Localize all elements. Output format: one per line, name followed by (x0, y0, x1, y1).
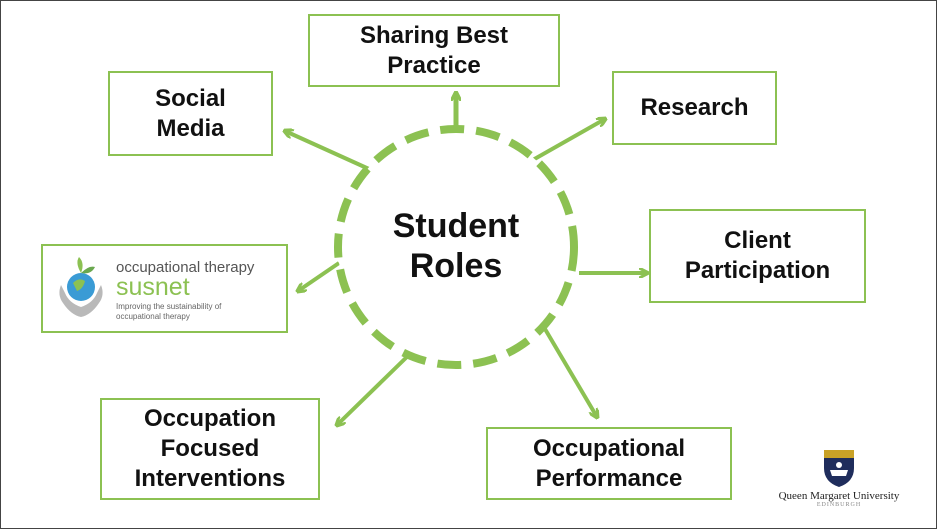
logo-line1: occupational therapy (116, 259, 255, 276)
logo-tagline: Improving the sustainability of occupati… (116, 302, 222, 321)
hands-holding-globe-icon (59, 257, 103, 317)
arrow-social (285, 131, 370, 171)
qmu-subtitle: EDINBURGH (816, 502, 862, 508)
node-sharing-label: Sharing Best Practice (359, 21, 509, 79)
logo-brand: susnet (116, 273, 190, 301)
qmu-name: Queen Margaret University (778, 490, 900, 502)
node-research-label: Research (640, 94, 749, 121)
node-social-label: Social Media (155, 84, 226, 142)
node-occupational-performance: Occupational Performance (486, 427, 732, 500)
node-research: Research (612, 71, 777, 145)
susnet-logo-box: occupational therapy susnet Improving th… (41, 244, 288, 333)
node-performance-label: Occupational Performance (532, 434, 686, 492)
node-occupation-focused-interventions: Occupation Focused Interventions (100, 398, 320, 500)
arrow-interventions (337, 347, 417, 425)
node-client-label: Client Participation (684, 227, 831, 284)
node-social-media: Social Media (108, 71, 273, 156)
arrow-research (530, 119, 605, 163)
arrow-susnet (298, 261, 341, 291)
node-client-participation: Client Participation (649, 209, 866, 303)
node-sharing-best-practice: Sharing Best Practice (308, 14, 560, 87)
center-label: Student Roles (392, 207, 520, 285)
arrow-performance (543, 327, 597, 417)
qmu-logo: Queen Margaret University EDINBURGH (769, 448, 909, 508)
node-interventions-label: Occupation Focused Interventions (134, 405, 286, 492)
center-circle (334, 125, 578, 369)
university-crest-icon (824, 450, 854, 487)
